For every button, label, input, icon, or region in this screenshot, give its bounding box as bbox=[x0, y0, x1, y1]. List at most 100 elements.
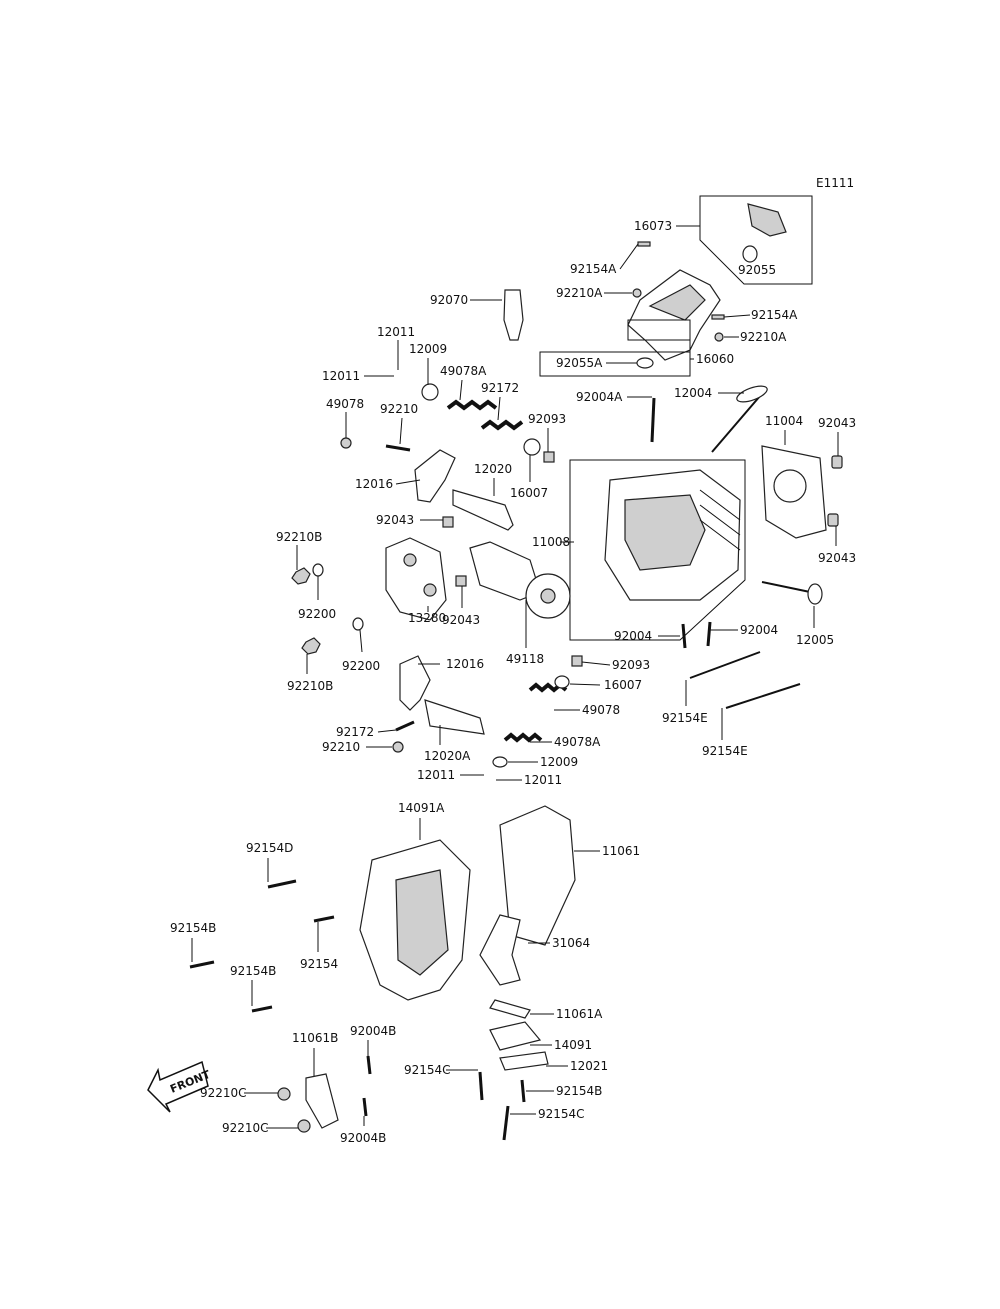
part-number-label[interactable]: 92210C bbox=[200, 1086, 247, 1100]
part-number-label[interactable]: 31064 bbox=[552, 936, 590, 950]
plate-12021 bbox=[499, 1051, 549, 1071]
part-number-label[interactable]: 49078A bbox=[440, 364, 487, 378]
part-number-label[interactable]: 16007 bbox=[604, 678, 642, 692]
part-number-label[interactable]: 11008 bbox=[532, 535, 570, 549]
part-number-label[interactable]: 11004 bbox=[765, 414, 803, 428]
part-number-label[interactable]: 12005 bbox=[796, 633, 834, 647]
part-number-label[interactable]: 92004B bbox=[350, 1024, 396, 1038]
part-number-label[interactable]: 92004 bbox=[740, 623, 778, 637]
valve-12005-head bbox=[807, 583, 823, 605]
part-number-label[interactable]: 12009 bbox=[409, 342, 447, 356]
seat-16007-top bbox=[523, 438, 541, 456]
bolt-92154a-2 bbox=[711, 314, 725, 320]
part-number-label[interactable]: 92172 bbox=[336, 725, 374, 739]
part-number-label[interactable]: 11061 bbox=[602, 844, 640, 858]
part-number-label[interactable]: 92154A bbox=[751, 308, 798, 322]
part-number-label[interactable]: 12011 bbox=[524, 773, 562, 787]
part-number-label[interactable]: 92210B bbox=[287, 679, 333, 693]
part-number-label[interactable]: 92154C bbox=[538, 1107, 585, 1121]
part-number-label[interactable]: 92210A bbox=[556, 286, 603, 300]
fin-2 bbox=[699, 504, 741, 536]
part-number-label[interactable]: 92200 bbox=[342, 659, 380, 673]
bolt-92154d bbox=[267, 879, 297, 889]
part-number-label[interactable]: 92154B bbox=[230, 964, 276, 978]
part-number-label[interactable]: 92004A bbox=[576, 390, 623, 404]
part-number-label[interactable]: 92172 bbox=[481, 381, 519, 395]
part-number-label[interactable]: 11061A bbox=[556, 1007, 603, 1021]
part-number-label[interactable]: 12020 bbox=[474, 462, 512, 476]
diagram-code: E1111 bbox=[816, 176, 854, 190]
nut-92210c-1 bbox=[277, 1087, 291, 1101]
part-number-label[interactable]: 92043 bbox=[376, 513, 414, 527]
part-labels: 16073 92055 92154A 92210A 92154A 92210A 92055A… bbox=[170, 219, 856, 1145]
part-number-label[interactable]: 49118 bbox=[506, 652, 544, 666]
part-number-label[interactable]: 49078 bbox=[582, 703, 620, 717]
part-number-label[interactable]: 16060 bbox=[696, 352, 734, 366]
part-number-label[interactable]: 92043 bbox=[818, 416, 856, 430]
part-number-label[interactable]: 16073 bbox=[634, 219, 672, 233]
pin-92004a bbox=[650, 397, 656, 443]
pipe-31064 bbox=[479, 914, 521, 986]
bolt-92154 bbox=[313, 915, 335, 923]
rocker-shaft-12020 bbox=[452, 489, 514, 531]
part-number-label[interactable]: 12020A bbox=[424, 749, 471, 763]
part-number-label[interactable]: 12021 bbox=[570, 1059, 608, 1073]
nut-92210b-2 bbox=[301, 637, 321, 655]
fin-1 bbox=[699, 489, 741, 521]
rocker-shaft-12020a bbox=[424, 699, 485, 735]
bolt-92154b-2 bbox=[251, 1005, 273, 1013]
part-number-label[interactable]: 14091 bbox=[554, 1038, 592, 1052]
part-number-label[interactable]: 92043 bbox=[818, 551, 856, 565]
part-number-label[interactable]: 92070 bbox=[430, 293, 468, 307]
part-number-label[interactable]: 92055 bbox=[738, 263, 776, 277]
retainer-12009-top bbox=[421, 383, 439, 401]
fin-3 bbox=[699, 519, 741, 551]
part-number-label[interactable]: 12004 bbox=[674, 386, 712, 400]
leader-line bbox=[723, 314, 751, 318]
bolt-92154c-2 bbox=[502, 1105, 510, 1141]
part-number-label[interactable]: 49078A bbox=[554, 735, 601, 749]
part-number-label[interactable]: 12009 bbox=[540, 755, 578, 769]
part-number-label[interactable]: 49078 bbox=[326, 397, 364, 411]
part-number-label[interactable]: 92004 bbox=[614, 629, 652, 643]
part-number-label[interactable]: 92154B bbox=[170, 921, 216, 935]
part-number-label[interactable]: 92154A bbox=[570, 262, 617, 276]
bolt-92154b-3 bbox=[520, 1079, 526, 1103]
cam-holder bbox=[385, 537, 447, 621]
leader-lines bbox=[191, 225, 839, 1129]
part-number-label[interactable]: 92154D bbox=[246, 841, 293, 855]
part-number-label[interactable]: 11061B bbox=[292, 1031, 338, 1045]
part-number-label[interactable]: 92210B bbox=[276, 530, 322, 544]
part-number-label[interactable]: 13280 bbox=[408, 611, 446, 625]
part-number-label[interactable]: 12016 bbox=[446, 657, 484, 671]
part-number-label[interactable]: 16007 bbox=[510, 486, 548, 500]
part-number-label[interactable]: 92154E bbox=[662, 711, 708, 725]
part-number-label[interactable]: 92210A bbox=[740, 330, 787, 344]
part-number-label[interactable]: 14091A bbox=[398, 801, 445, 815]
seal-92093-bottom bbox=[571, 655, 583, 667]
part-number-label[interactable]: 12011 bbox=[417, 768, 455, 782]
part-number-label[interactable]: 92043 bbox=[442, 613, 480, 627]
part-number-label[interactable]: 92154C bbox=[404, 1063, 451, 1077]
part-number-label[interactable]: 92093 bbox=[612, 658, 650, 672]
cover-14091 bbox=[489, 1021, 542, 1051]
part-number-label[interactable]: 92004B bbox=[340, 1131, 386, 1145]
leader-line bbox=[619, 243, 639, 270]
part-number-label[interactable]: 92200 bbox=[298, 607, 336, 621]
part-number-label[interactable]: 92154B bbox=[556, 1084, 602, 1098]
part-number-label[interactable]: 92210 bbox=[380, 402, 418, 416]
part-number-label[interactable]: 12011 bbox=[377, 325, 415, 339]
nut-92210-bottom bbox=[392, 741, 404, 753]
part-number-label[interactable]: 92093 bbox=[528, 412, 566, 426]
part-number-label[interactable]: 92210 bbox=[322, 740, 360, 754]
part-number-label[interactable]: 92055A bbox=[556, 356, 603, 370]
part-number-label[interactable]: 12016 bbox=[355, 477, 393, 491]
part-number-label[interactable]: 92210C bbox=[222, 1121, 269, 1135]
pin-92004b-2 bbox=[362, 1097, 368, 1117]
part-number-label[interactable]: 92154 bbox=[300, 957, 338, 971]
plate-11061b bbox=[305, 1073, 339, 1129]
part-number-label[interactable]: 92154E bbox=[702, 744, 748, 758]
nut-92210a-1 bbox=[632, 288, 642, 298]
part-number-label[interactable]: 12011 bbox=[322, 369, 360, 383]
